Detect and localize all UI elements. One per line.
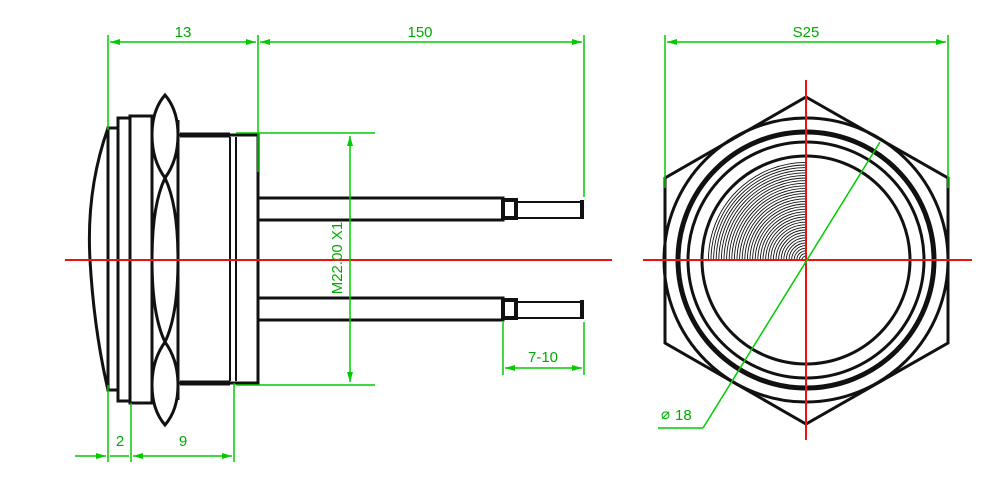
dim-lead-length: 150 [260, 24, 585, 197]
hatch-arc [728, 182, 807, 261]
hatch-arc [741, 195, 807, 261]
hatch-arc [778, 232, 807, 261]
lead-wire-lower [256, 296, 584, 322]
lead-wire-upper [256, 196, 584, 222]
hatch-arc [780, 234, 807, 261]
hatch-arc [707, 161, 807, 261]
hatch-arc [757, 211, 807, 261]
hatch-arc [767, 221, 807, 261]
dim-bezel-depth: 13 [107, 24, 259, 172]
hatch-arc [746, 200, 807, 261]
dim-label-9: 9 [179, 433, 187, 450]
hatch-arc [754, 208, 807, 261]
dim-label-thread: M22.00 X1 [329, 222, 346, 295]
hatch-arc [713, 167, 807, 261]
dim-strip-length: 7-10 [502, 322, 585, 375]
hatch-arc [733, 187, 807, 261]
hatch-arc [788, 242, 807, 261]
hatch-arc [783, 237, 807, 261]
hatch-arc [744, 198, 807, 261]
hatch-arc [793, 247, 807, 261]
hatch-arc [718, 172, 807, 261]
hatch-arc [775, 229, 807, 261]
hatch-arc [726, 180, 807, 261]
dim-label-18: 18 [675, 407, 692, 424]
hatch-arc [723, 177, 807, 261]
hatch-arc [785, 239, 807, 261]
hatch-arc [720, 174, 807, 261]
hatch-arc [715, 169, 807, 261]
dim-thread: M22.00 X1 [236, 132, 375, 386]
hatch-arc [770, 224, 807, 261]
hatch-arc [759, 213, 807, 261]
dim-label-2: 2 [116, 433, 124, 450]
front-view: S25 ⌀ 18 [643, 24, 972, 440]
dim-label-150: 150 [407, 24, 432, 41]
dim-label-7-10: 7-10 [528, 349, 558, 366]
hatch-arc [736, 190, 807, 261]
hatch-arc [791, 245, 807, 261]
hatch-arc [765, 219, 807, 261]
hatch-arc [739, 193, 807, 261]
lens-hatch [707, 161, 807, 261]
dim-label-s25: S25 [793, 24, 820, 41]
dim-label-13: 13 [175, 24, 192, 41]
side-view: 13 150 M22.00 X1 7-10 [65, 24, 612, 462]
dim-across-flats: S25 [664, 24, 949, 188]
hatch-arc [710, 164, 807, 261]
dim-bottom: 2 9 [75, 383, 235, 462]
hatch-arc [731, 185, 807, 261]
hatch-arc [762, 216, 807, 261]
diameter-symbol: ⌀ [661, 406, 670, 423]
hatch-arc [772, 226, 807, 261]
hatch-arc [752, 206, 807, 261]
dim-diameter: ⌀ 18 [658, 141, 881, 429]
hatch-arc [749, 203, 807, 261]
